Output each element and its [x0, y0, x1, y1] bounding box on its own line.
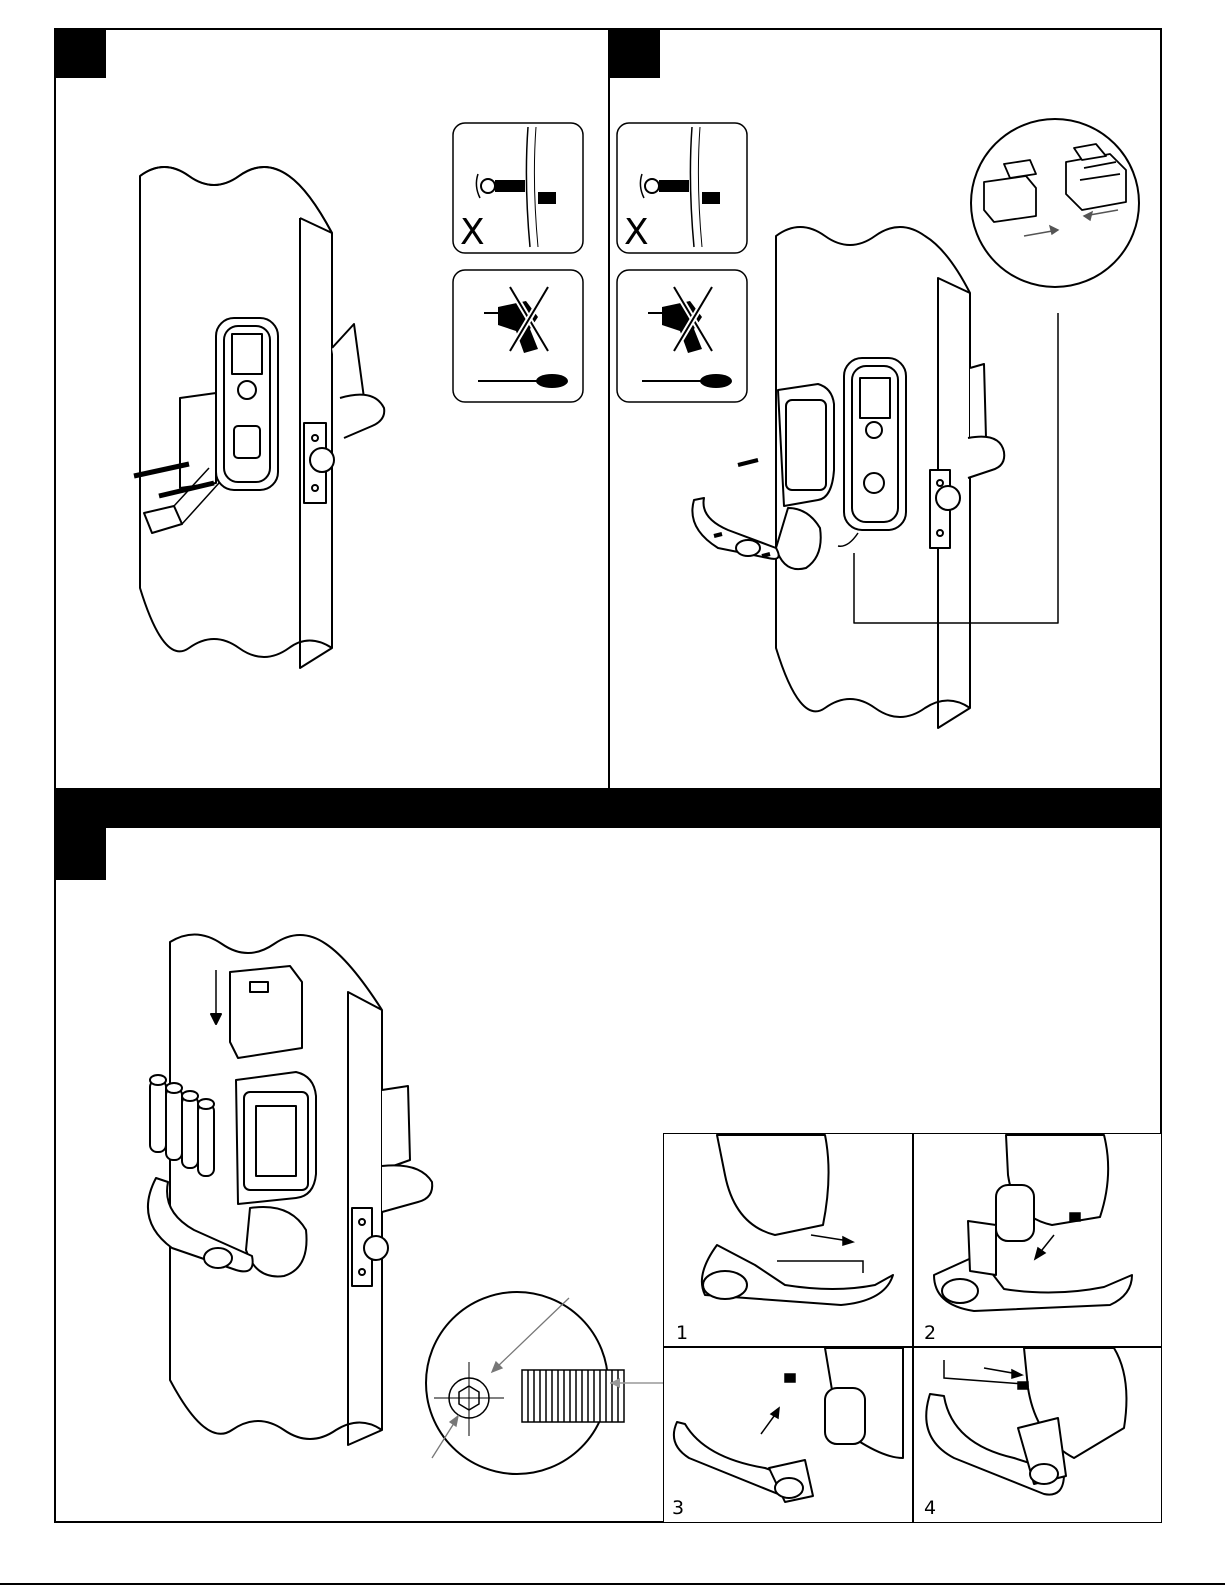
callout-tools-a — [452, 269, 584, 403]
subpanel-label-4: 4 — [924, 1497, 936, 1519]
step-tab-c — [56, 828, 106, 880]
connector-detail-circle — [970, 118, 1140, 288]
subpanel-2-art — [914, 1135, 1160, 1345]
subpanel-1-art — [665, 1135, 911, 1345]
subpanel-4-art — [914, 1348, 1160, 1522]
section-band — [54, 788, 1162, 830]
set-screw-detail-circle — [424, 1290, 674, 1480]
subpanel-label-1: 1 — [676, 1322, 688, 1344]
subpanel-label-2: 2 — [924, 1322, 936, 1344]
subpanel-label-3: 3 — [672, 1497, 684, 1519]
subpanel-3-art — [665, 1348, 911, 1522]
prohibited-mark: X — [460, 212, 485, 253]
callout-no-hammer-a: X — [452, 122, 584, 254]
